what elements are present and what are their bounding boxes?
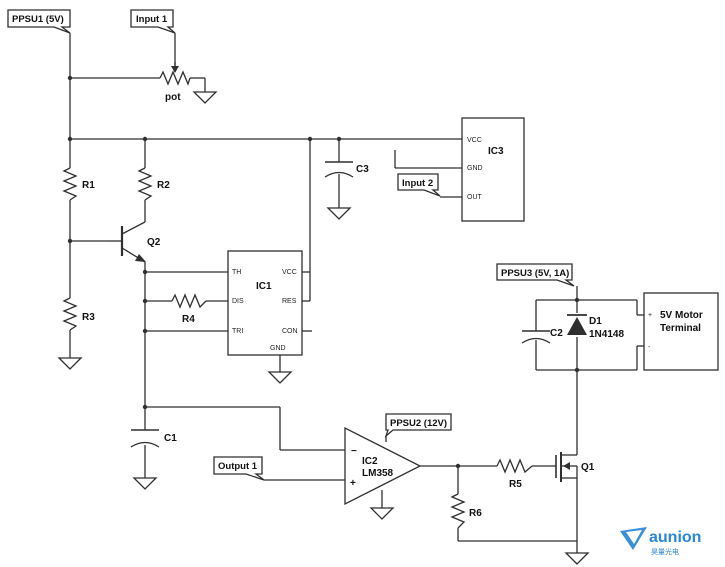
ground-icon-ic2 xyxy=(369,507,395,520)
wires xyxy=(69,33,644,557)
net-label-ppsu3: PPSU3 (5V, 1A) xyxy=(496,263,575,287)
net-label-ppsu1-text: PPSU1 (5V) xyxy=(12,14,64,25)
ground-icon-c1 xyxy=(132,477,158,490)
junction-dots xyxy=(67,75,580,469)
svg-text:-: - xyxy=(648,344,651,351)
svg-text:−: − xyxy=(351,446,357,457)
svg-text:OUT: OUT xyxy=(467,194,483,201)
svg-text:C1: C1 xyxy=(164,433,177,444)
svg-text:DIS: DIS xyxy=(232,298,244,305)
net-label-ppsu2-text: PPSU2 (12V) xyxy=(390,418,447,429)
ic3: IC3 VCC GND OUT xyxy=(461,117,525,222)
svg-text:Q1: Q1 xyxy=(581,462,595,473)
svg-text:R4: R4 xyxy=(182,314,195,325)
net-label-ppsu2: PPSU2 (12V) xyxy=(384,413,452,439)
transistor-q2: Q2 xyxy=(110,221,161,263)
svg-text:GND: GND xyxy=(270,345,286,352)
net-label-input2: Input 2 xyxy=(397,173,441,197)
ground-icon-ic1 xyxy=(267,371,293,384)
ground-icon-r3 xyxy=(57,357,83,370)
svg-text:aunion: aunion xyxy=(649,529,701,546)
motor-terminal: 5V Motor Terminal + - xyxy=(643,292,719,371)
aunion-logo: aunion 昊量光电 xyxy=(620,527,701,556)
svg-text:R2: R2 xyxy=(157,180,170,191)
svg-text:Q2: Q2 xyxy=(147,237,161,248)
svg-text:+: + xyxy=(648,312,652,319)
svg-text:pot: pot xyxy=(165,92,181,103)
svg-text:TRI: TRI xyxy=(232,328,243,335)
ground-icon-c3 xyxy=(326,207,352,220)
resistor-r3: R3 xyxy=(62,297,95,331)
svg-text:D1: D1 xyxy=(589,316,602,327)
svg-text:R5: R5 xyxy=(509,479,522,490)
ic1-timer: IC1 TH DIS TRI VCC RES CON GND xyxy=(227,250,303,356)
svg-text:IC2: IC2 xyxy=(362,456,378,467)
svg-text:LM358: LM358 xyxy=(362,468,394,479)
svg-text:CON: CON xyxy=(282,328,298,335)
svg-text:RES: RES xyxy=(282,298,297,305)
ground-icon-pot xyxy=(192,91,218,104)
svg-text:+: + xyxy=(350,478,356,489)
net-label-input2-text: Input 2 xyxy=(402,178,433,189)
net-label-ppsu1: PPSU1 (5V) xyxy=(7,9,71,34)
net-label-input1-text: Input 1 xyxy=(136,14,168,25)
net-label-output1-text: Output 1 xyxy=(218,461,258,472)
svg-text:VCC: VCC xyxy=(282,269,297,276)
svg-text:R6: R6 xyxy=(469,508,482,519)
opamp-ic2: − + IC2 LM358 xyxy=(344,426,422,506)
capacitor-c3: C3 xyxy=(324,161,369,178)
resistor-r5: R5 xyxy=(496,458,533,490)
net-label-input1: Input 1 xyxy=(130,9,176,34)
svg-text:R3: R3 xyxy=(82,312,95,323)
svg-text:TH: TH xyxy=(232,269,241,276)
svg-text:C3: C3 xyxy=(356,164,369,175)
svg-text:昊量光电: 昊量光电 xyxy=(651,547,679,556)
svg-text:VCC: VCC xyxy=(467,137,482,144)
capacitor-c1: C1 xyxy=(130,429,177,448)
resistor-r2: R2 xyxy=(137,167,170,201)
svg-text:5V Motor: 5V Motor xyxy=(660,310,703,321)
net-label-output1: Output 1 xyxy=(213,456,265,481)
net-label-ppsu3-text: PPSU3 (5V, 1A) xyxy=(501,268,569,279)
resistor-r6: R6 xyxy=(450,493,482,529)
potentiometer: pot xyxy=(159,62,191,103)
svg-text:Terminal: Terminal xyxy=(660,323,701,334)
ground-icon-q1 xyxy=(564,552,590,565)
capacitor-c2: C2 xyxy=(521,328,563,344)
svg-text:C2: C2 xyxy=(550,328,563,339)
svg-text:R1: R1 xyxy=(82,180,95,191)
svg-text:IC1: IC1 xyxy=(256,281,272,292)
svg-text:IC3: IC3 xyxy=(488,146,504,157)
resistor-r1: R1 xyxy=(62,167,95,201)
svg-text:GND: GND xyxy=(467,165,483,172)
mosfet-q1: Q1 xyxy=(555,450,595,485)
diode-d1: D1 1N4148 xyxy=(567,314,624,340)
resistor-r4: R4 xyxy=(171,293,207,325)
ground-symbols xyxy=(57,91,590,565)
svg-text:1N4148: 1N4148 xyxy=(589,329,624,340)
